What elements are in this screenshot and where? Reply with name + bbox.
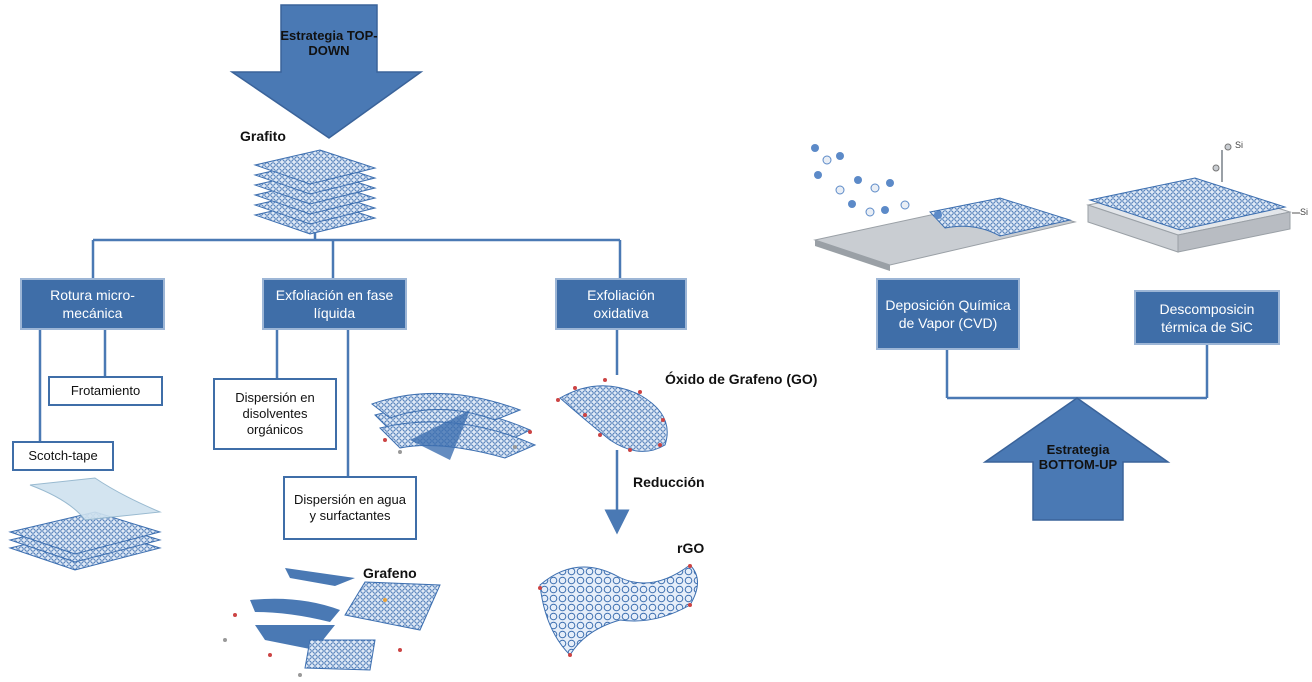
scotch-tape-image bbox=[8, 477, 162, 571]
liquid-exfoliation-image bbox=[370, 392, 537, 460]
cvd-illustration-image bbox=[811, 144, 1077, 271]
sic-decomposition-box: Descomposicin térmica de SiC bbox=[1134, 290, 1280, 345]
method-micromechanical-box: Rotura micro-mecánica bbox=[20, 278, 165, 330]
reduction-label: Reducción bbox=[633, 474, 705, 490]
graphene-flakes-image bbox=[223, 568, 441, 677]
water-surfactant-dispersion-box: Dispersión en agua y surfactantes bbox=[283, 476, 417, 540]
graphene-oxide-label: Óxido de Grafeno (GO) bbox=[665, 371, 818, 387]
graphene-oxide-image bbox=[556, 378, 668, 452]
top-down-arrow-label: Estrategia TOP-DOWN bbox=[280, 28, 378, 58]
scotch-tape-box: Scotch-tape bbox=[12, 441, 114, 471]
top-down-arrow bbox=[229, 4, 424, 139]
organic-solvent-dispersion-box: Dispersión en disolventes orgánicos bbox=[213, 378, 337, 450]
graphite-stack-image bbox=[253, 149, 377, 235]
friction-box: Frotamiento bbox=[48, 376, 163, 406]
rgo-label: rGO bbox=[677, 540, 705, 556]
bottom-up-arrow bbox=[982, 397, 1171, 521]
cvd-method-box: Deposición Química de Vapor (CVD) bbox=[876, 278, 1020, 350]
reduced-graphene-oxide-image bbox=[538, 564, 698, 657]
sic-illustration-image bbox=[1086, 143, 1300, 253]
method-liquid-exfoliation-box: Exfoliación en fase líquida bbox=[262, 278, 407, 330]
si-atom-label: Si bbox=[1235, 140, 1244, 150]
si-substrate-label: Si bbox=[1300, 207, 1309, 217]
graphene-label: Grafeno bbox=[363, 565, 417, 581]
method-oxidative-exfoliation-box: Exfoliación oxidativa bbox=[555, 278, 687, 330]
bottom-up-arrow-label: Estrategia BOTTOM-UP bbox=[1038, 442, 1118, 472]
graphite-label: Grafito bbox=[240, 128, 286, 144]
